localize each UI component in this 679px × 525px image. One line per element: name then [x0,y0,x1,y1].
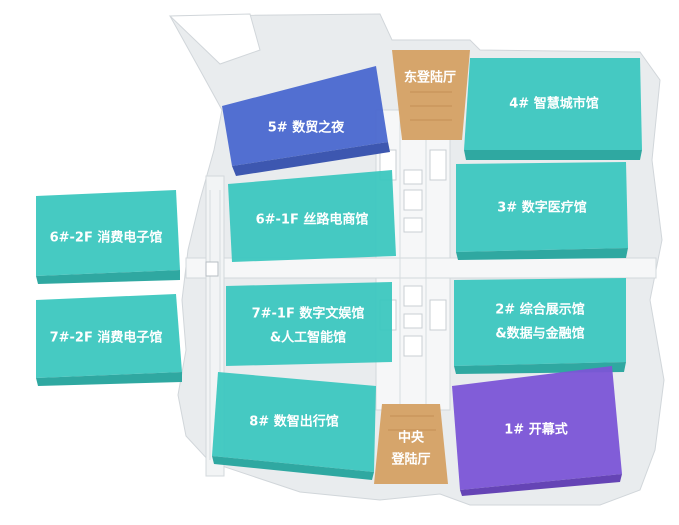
hall-label: 登陆厅 [390,452,430,468]
hall-label: 4# 智慧城市馆 [509,96,598,112]
hall-label: 2# 综合展示馆 [495,302,584,318]
hall-label: 3# 数字医疗馆 [497,200,586,216]
hall-label: 1# 开幕式 [504,422,567,438]
central-lobby[interactable]: 中央 登陆厅 [374,404,448,484]
hall-label: &人工智能馆 [270,330,346,346]
hall-7-2f[interactable]: 7#-2F 消费电子馆 [36,294,182,386]
hall-label: 7#-2F 消费电子馆 [50,330,163,346]
hall-label: 中央 [398,430,425,446]
hall-label: 6#-1F 丝路电商馆 [256,212,369,228]
hall-label: 8# 数智出行馆 [249,414,338,430]
hall-3[interactable]: 3# 数字医疗馆 [456,162,628,260]
hall-5[interactable]: 5# 数贸之夜 [222,66,390,176]
east-lobby[interactable]: 东登陆厅 [392,50,470,140]
hall-4[interactable]: 4# 智慧城市馆 [464,58,642,160]
hall-6-1f[interactable]: 6#-1F 丝路电商馆 [228,170,396,262]
hall-1[interactable]: 1# 开幕式 [452,366,622,496]
site-notch-top [168,13,261,65]
hall-label: &数据与金融馆 [495,326,584,342]
hall-7-1f[interactable]: 7#-1F 数字文娱馆 &人工智能馆 [226,282,392,366]
hall-label: 7#-1F 数字文娱馆 [252,306,365,322]
corridor-details [205,110,447,460]
hall-6-2f[interactable]: 6#-2F 消费电子馆 [36,190,180,284]
hall-label: 6#-2F 消费电子馆 [50,230,163,246]
hall-8[interactable]: 8# 数智出行馆 [212,372,376,480]
cross-corridor [185,257,657,279]
hall-label: 东登陆厅 [404,70,456,86]
hall-2[interactable]: 2# 综合展示馆 &数据与金融馆 [454,278,626,374]
hall-label: 5# 数贸之夜 [268,120,345,136]
